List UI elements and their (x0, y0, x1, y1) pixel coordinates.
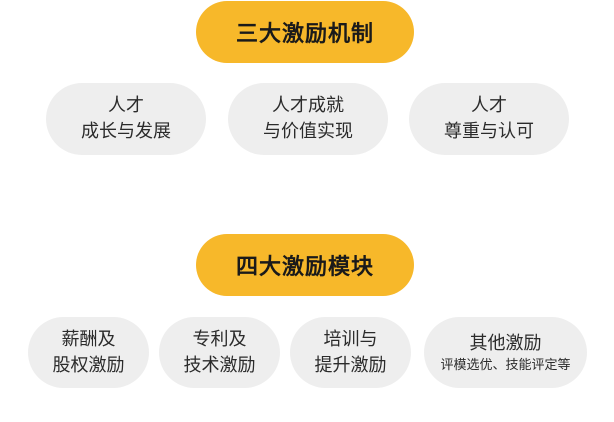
module-patent-tech: 专利及 技术激励 (159, 317, 280, 388)
module-line-1: 薪酬及 (61, 328, 116, 350)
mechanism-talent-achievement: 人才成就 与价值实现 (228, 83, 388, 155)
module-salary-equity: 薪酬及 股权激励 (28, 317, 149, 388)
mechanism-line-2: 成长与发展 (81, 121, 171, 142)
module-training: 培训与 提升激励 (290, 317, 411, 388)
module-line-2: 技术激励 (183, 354, 256, 376)
mechanism-talent-growth: 人才 成长与发展 (46, 83, 206, 155)
module-line-2: 股权激励 (52, 354, 125, 376)
mechanism-line-2: 尊重与认可 (444, 121, 534, 142)
mechanisms-title: 三大激励机制 (196, 1, 414, 63)
module-line-1: 其他激励 (469, 332, 542, 354)
mechanism-line-2: 与价值实现 (263, 121, 353, 142)
module-line-2: 提升激励 (314, 354, 387, 376)
mechanism-line-1: 人才 (108, 95, 144, 116)
module-line-1: 培训与 (323, 328, 378, 350)
module-line-1: 专利及 (192, 328, 247, 350)
modules-title: 四大激励模块 (196, 234, 414, 296)
mechanism-line-1: 人才成就 (272, 95, 344, 116)
module-other: 其他激励 评模选优、技能评定等 (424, 317, 587, 388)
mechanism-talent-respect: 人才 尊重与认可 (409, 83, 569, 155)
module-line-2: 评模选优、技能评定等 (440, 357, 571, 373)
mechanism-line-1: 人才 (471, 95, 507, 116)
